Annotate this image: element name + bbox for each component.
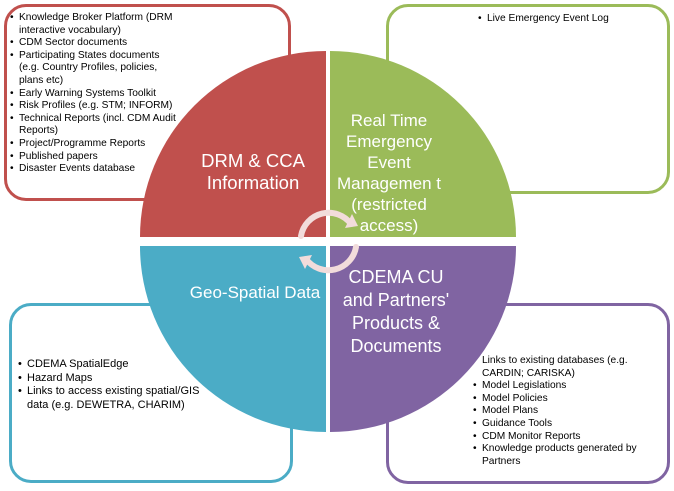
quadrant-cdema-products xyxy=(330,246,516,432)
list-item: Model Legislations xyxy=(473,380,663,393)
list-geo-spatial-data: CDEMA SpatialEdge Hazard Maps Links to a… xyxy=(18,358,204,412)
list-cdema-products: Links to existing databases (e.g. CARDIN… xyxy=(473,355,663,468)
quadrant-drm-cca xyxy=(140,51,326,237)
list-item: Project/Programme Reports xyxy=(10,138,182,151)
list-item: Live Emergency Event Log xyxy=(478,13,658,26)
cycle-arrow-arc xyxy=(303,244,359,274)
list-item: Knowledge Broker Platform (DRM interacti… xyxy=(10,12,182,37)
quadrant-label-drm-cca: DRM & CCA Information xyxy=(201,150,305,193)
list-item: Published papers xyxy=(10,151,182,164)
quadrant-real-time-emergency xyxy=(330,51,516,237)
list-item: Guidance Tools xyxy=(473,418,663,431)
cycle-arrow-arc xyxy=(298,209,354,239)
list-item: Model Policies xyxy=(473,393,663,406)
cycle-arrow-head xyxy=(299,255,312,269)
list-item: CDEMA SpatialEdge xyxy=(18,358,204,372)
list-item: Knowledge products generated by Partners xyxy=(473,443,663,468)
quadrant-label-real-time-emergency: Real Time Emergency Event Managemen t (r… xyxy=(337,111,441,235)
list-item: Hazard Maps xyxy=(18,372,204,386)
list-real-time-emergency: Live Emergency Event Log xyxy=(478,13,658,26)
quadrant-label-cdema-products: CDEMA CU and Partners' Products & Docume… xyxy=(342,267,450,356)
quadrant-label-geo-spatial: Geo-Spatial Data xyxy=(189,283,321,302)
list-item: CDM Sector documents xyxy=(10,37,182,50)
list-item: Disaster Events database xyxy=(10,163,182,176)
list-item: Links to access existing spatial/GIS dat… xyxy=(18,385,204,412)
list-item: Risk Profiles (e.g. STM; INFORM) xyxy=(10,100,182,113)
list-item: Early Warning Systems Toolkit xyxy=(10,88,182,101)
cycle-arrow-head xyxy=(345,214,358,228)
list-drm-cca-information: Knowledge Broker Platform (DRM interacti… xyxy=(10,12,182,176)
list-item: Technical Reports (incl. CDM Audit Repor… xyxy=(10,113,182,138)
quadrant-geo-spatial xyxy=(140,246,326,432)
list-item: Model Plans xyxy=(473,405,663,418)
cycle-arrows-icon xyxy=(298,209,359,274)
list-item: CDM Monitor Reports xyxy=(473,431,663,444)
list-item: Participating States documents (e.g. Cou… xyxy=(10,50,182,88)
